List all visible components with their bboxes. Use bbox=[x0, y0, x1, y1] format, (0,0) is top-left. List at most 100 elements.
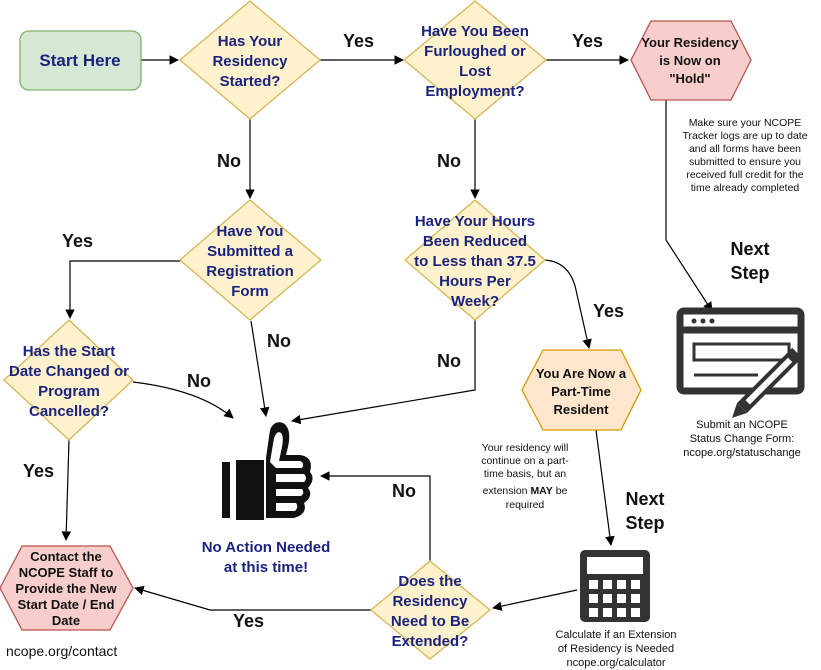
edge-startdate-to-contact bbox=[61, 439, 72, 541]
edge-label-yes: Yes bbox=[233, 611, 264, 631]
node-line: Date bbox=[52, 613, 80, 628]
node-line: Submitted a bbox=[207, 243, 293, 260]
edge-label-no: No bbox=[392, 481, 416, 501]
note-line: required bbox=[506, 499, 545, 511]
node-line: Part-Time bbox=[551, 384, 611, 399]
edge-calculator-to-extended bbox=[492, 589, 578, 611]
decision-residency-started bbox=[178, 0, 322, 120]
note-line: time already completed bbox=[691, 182, 800, 194]
edge-registration-to-noaction bbox=[250, 320, 270, 417]
note-line: extension MAY be bbox=[483, 485, 568, 497]
edge-extended-to-contact bbox=[134, 585, 372, 611]
note-fragment: be bbox=[553, 485, 568, 497]
furloughed-text: Have You Been Furloughed or Lost Employm… bbox=[421, 23, 529, 100]
start-box bbox=[19, 30, 142, 91]
edge-label-yes: Yes bbox=[343, 31, 374, 51]
note-line: Submit an NCOPE bbox=[696, 419, 788, 431]
node-line: is Now on bbox=[659, 53, 720, 68]
contact-url: ncope.org/contact bbox=[6, 643, 117, 659]
tracker-note: Make sure your NCOPE Tracker logs are up… bbox=[682, 117, 807, 194]
node-line: Residency bbox=[392, 593, 468, 610]
part-time-note: Your residency will continue on a part- … bbox=[481, 442, 569, 511]
node-line: NCOPE Staff to bbox=[19, 565, 114, 580]
note-line: ncope.org/statuschange bbox=[683, 447, 800, 459]
edge-parttime-to-calculator bbox=[595, 429, 615, 546]
next-step-label: Next bbox=[625, 489, 664, 509]
edge-hours-to-noaction bbox=[291, 320, 476, 425]
on-hold-text: Your Residency is Now on "Hold" bbox=[641, 35, 739, 86]
node-line: Has the Start bbox=[23, 343, 116, 360]
edge-label-no: No bbox=[437, 351, 461, 371]
hexagon-on-hold bbox=[630, 20, 752, 101]
edge-label-no: No bbox=[217, 151, 241, 171]
status-form-icon bbox=[676, 307, 805, 418]
note-fragment: extension bbox=[483, 485, 531, 497]
edge-label-yes: Yes bbox=[62, 231, 93, 251]
decision-registration bbox=[179, 199, 323, 321]
edge-label-yes: Yes bbox=[23, 461, 54, 481]
start-date-changed-text: Has the Start Date Changed or Program Ca… bbox=[9, 343, 129, 420]
node-line: Employment? bbox=[425, 83, 524, 100]
note-line: and all forms have been bbox=[689, 143, 801, 155]
node-line: Started? bbox=[220, 73, 281, 90]
node-line: Week? bbox=[451, 293, 499, 310]
edge-label-no: No bbox=[187, 371, 211, 391]
note-line: Calculate if an Extension bbox=[555, 629, 676, 641]
edge-label-yes: Yes bbox=[593, 301, 624, 321]
edges bbox=[61, 55, 713, 611]
calculator-icon bbox=[580, 550, 650, 622]
edge-extended-to-noaction bbox=[320, 471, 431, 561]
next-step-label: Next bbox=[730, 239, 769, 259]
note-line: received full credit for the bbox=[686, 169, 803, 181]
edge-label-yes: Yes bbox=[572, 31, 603, 51]
note-line: of Residency is Needed bbox=[558, 643, 674, 655]
note-line: Make sure your NCOPE bbox=[689, 117, 802, 129]
node-line: Furloughed or bbox=[424, 43, 526, 60]
decision-furloughed bbox=[402, 0, 548, 120]
thumbs-up-icon bbox=[222, 422, 313, 520]
node-line: Need to Be bbox=[391, 613, 469, 630]
next-step-label: Step bbox=[730, 263, 769, 283]
status-change-note: Submit an NCOPE Status Change Form: ncop… bbox=[683, 419, 800, 459]
decision-need-extended bbox=[369, 560, 492, 660]
node-line: Program bbox=[38, 383, 100, 400]
edge-label-no: No bbox=[267, 331, 291, 351]
node-line: Has Your bbox=[218, 33, 283, 50]
residency-started-text: Has Your Residency Started? bbox=[212, 33, 288, 90]
contact-staff-text: Contact the NCOPE Staff to Provide the N… bbox=[15, 549, 117, 628]
hexagon-contact-staff bbox=[0, 545, 134, 631]
note-line: Your residency will bbox=[482, 442, 569, 454]
shapes bbox=[0, 0, 752, 660]
start-label: Start Here bbox=[39, 51, 120, 70]
node-line: Resident bbox=[554, 402, 610, 417]
need-extended-text: Does the Residency Need to Be Extended? bbox=[391, 573, 469, 650]
node-line: Registration bbox=[206, 263, 294, 280]
calculator-note: Calculate if an Extension of Residency i… bbox=[555, 629, 676, 669]
node-line: Have Your Hours bbox=[415, 213, 535, 230]
note-line: time basis, but an bbox=[484, 468, 566, 480]
node-line: Hours Per bbox=[439, 273, 511, 290]
registration-text: Have You Submitted a Registration Form bbox=[206, 223, 294, 300]
node-line: Been Reduced bbox=[423, 233, 527, 250]
note-line: Tracker logs are up to date bbox=[682, 130, 807, 142]
edge-registration-to-startdate bbox=[65, 260, 180, 319]
note-line: continue on a part- bbox=[481, 455, 569, 467]
note-line: ncope.org/calculator bbox=[566, 657, 665, 669]
node-line: "Hold" bbox=[669, 71, 710, 86]
node-line: Does the bbox=[398, 573, 461, 590]
node-line: You Are Now a bbox=[536, 366, 627, 381]
node-line: Extended? bbox=[392, 633, 469, 650]
node-line: Provide the New bbox=[15, 581, 117, 596]
node-line: Have You Been bbox=[421, 23, 529, 40]
hexagon-part-time bbox=[521, 349, 642, 431]
next-step-label: Step bbox=[625, 513, 664, 533]
node-line: Cancelled? bbox=[29, 403, 109, 420]
node-line: to Less than 37.5 bbox=[414, 253, 536, 270]
node-line: No Action Needed bbox=[202, 539, 331, 556]
node-line: Your Residency bbox=[641, 35, 739, 50]
edge-startdate-to-noaction bbox=[132, 381, 234, 419]
note-emphasis: MAY bbox=[530, 485, 552, 497]
node-line: Contact the bbox=[30, 549, 102, 564]
node-line: Lost bbox=[459, 63, 491, 80]
